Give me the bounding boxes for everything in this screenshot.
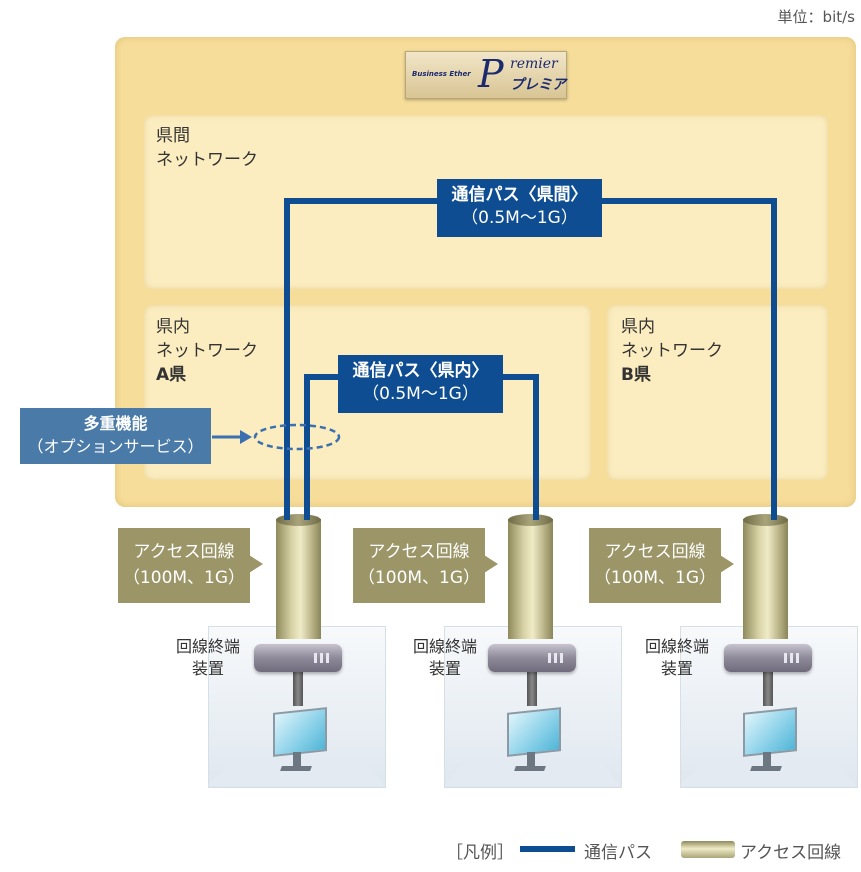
device-slot xyxy=(790,653,793,663)
legend-path-label: 通信パス xyxy=(584,843,652,863)
access-line-speed-1: （100M、1G） xyxy=(122,568,246,588)
stem-3 xyxy=(763,670,773,706)
access-line-label-3: アクセス回線 （100M、1G） xyxy=(589,528,721,603)
legend-bracket: ［凡例］ xyxy=(446,843,514,863)
stem-1 xyxy=(293,670,303,706)
logo-business-ether: Business Ether xyxy=(412,70,471,78)
inter-network-line2: ネットワーク xyxy=(156,150,258,170)
floor-1 xyxy=(208,760,384,786)
access-line-speed-2: （100M、1G） xyxy=(357,568,481,588)
logo-premier: remier xyxy=(510,56,558,72)
logo-kana: プレミア xyxy=(510,77,566,93)
intra-b-label: 県内 ネットワーク B県 xyxy=(621,315,723,387)
logo-p-letter: P xyxy=(478,52,504,96)
terminal-device-3 xyxy=(724,644,812,672)
terminal-device-1 xyxy=(254,644,342,672)
device-slot xyxy=(560,653,563,663)
inter-network-label: 県間 ネットワーク xyxy=(156,124,258,172)
legend-path-swatch xyxy=(520,846,575,852)
terminal-line2-1: 装置 xyxy=(191,659,224,678)
device-slot xyxy=(548,653,551,663)
monitor-icon xyxy=(273,707,327,757)
unit-label: 単位：bit/s xyxy=(777,8,855,26)
monitor-base xyxy=(514,766,546,771)
terminal-label-2: 回線終端 装置 xyxy=(405,636,485,680)
monitor-stand xyxy=(293,752,301,766)
inter-network-line1: 県間 xyxy=(156,126,190,146)
access-pointer-1 xyxy=(249,555,263,573)
intra-a-line2: ネットワーク xyxy=(156,341,258,361)
device-slot xyxy=(554,653,557,663)
terminal-line1-3: 回線終端 xyxy=(644,637,709,656)
terminal-line1-2: 回線終端 xyxy=(412,637,477,656)
intra-path-range: （0.5M〜1G） xyxy=(362,384,479,404)
inter-path-title: 通信パス〈県間〉 xyxy=(451,185,588,205)
terminal-line1-1: 回線終端 xyxy=(175,637,240,656)
intra-path-box: 通信パス〈県内〉 （0.5M〜1G） xyxy=(338,355,503,413)
intra-a-label: 県内 ネットワーク A県 xyxy=(156,315,258,387)
access-line-label-1: アクセス回線 （100M、1G） xyxy=(118,528,250,603)
legend-access-swatch xyxy=(681,841,735,858)
terminal-label-1: 回線終端 装置 xyxy=(168,636,248,680)
intra-b-line2: ネットワーク xyxy=(621,341,723,361)
intra-b-prefecture: B県 xyxy=(621,365,651,385)
stem-2 xyxy=(527,670,537,706)
intra-path-title: 通信パス〈県内〉 xyxy=(352,361,489,381)
multiplex-sub: （オプションサービス） xyxy=(27,437,204,456)
monitor-base xyxy=(750,766,782,771)
access-line-cylinder-2 xyxy=(508,519,553,639)
intra-a-line1: 県内 xyxy=(156,317,190,337)
access-line-label-2: アクセス回線 （100M、1G） xyxy=(353,528,485,603)
access-line-speed-3: （100M、1G） xyxy=(593,568,717,588)
access-line-top-2 xyxy=(508,514,553,526)
floor-3 xyxy=(680,760,856,786)
access-line-cylinder-3 xyxy=(743,519,788,639)
monitor-stand xyxy=(763,752,771,766)
device-slot xyxy=(326,653,329,663)
monitor-base xyxy=(280,766,312,771)
intra-a-prefecture: A県 xyxy=(156,365,187,385)
terminal-label-3: 回線終端 装置 xyxy=(637,636,717,680)
monitor-icon xyxy=(507,707,561,757)
multiplex-function-box: 多重機能 （オプションサービス） xyxy=(20,408,211,464)
access-line-title-3: アクセス回線 xyxy=(604,542,706,562)
access-line-title-2: アクセス回線 xyxy=(368,542,470,562)
inter-path-box: 通信パス〈県間〉 （0.5M〜1G） xyxy=(437,179,602,237)
monitor-stand xyxy=(527,752,535,766)
access-pointer-2 xyxy=(484,555,498,573)
floor-2 xyxy=(444,760,620,786)
terminal-line2-2: 装置 xyxy=(428,659,461,678)
terminal-line2-3: 装置 xyxy=(660,659,693,678)
inter-path-range: （0.5M〜1G） xyxy=(461,208,578,228)
multiplex-title: 多重機能 xyxy=(83,414,148,433)
multiplex-ellipse xyxy=(253,423,341,451)
device-slot xyxy=(784,653,787,663)
access-pointer-3 xyxy=(720,555,734,573)
intra-b-line1: 県内 xyxy=(621,317,655,337)
device-slot xyxy=(796,653,799,663)
terminal-device-2 xyxy=(488,644,576,672)
device-slot xyxy=(320,653,323,663)
premier-logo: Business Ether P remier プレミア xyxy=(405,51,567,99)
multiplex-arrow-head xyxy=(240,430,252,444)
access-line-title-1: アクセス回線 xyxy=(133,542,235,562)
legend-access-label: アクセス回線 xyxy=(740,843,842,863)
monitor-icon xyxy=(743,707,797,757)
access-line-cylinder-1 xyxy=(276,519,321,639)
intra-network-b xyxy=(607,305,828,480)
device-slot xyxy=(314,653,317,663)
